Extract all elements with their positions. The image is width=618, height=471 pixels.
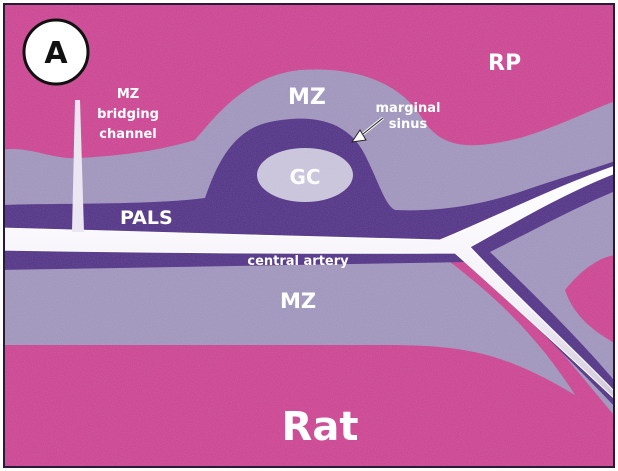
label-mz-bottom: MZ bbox=[280, 289, 316, 313]
label-gc: GC bbox=[289, 165, 320, 189]
panel-label: A bbox=[44, 36, 68, 71]
label-mz-top: MZ bbox=[288, 85, 326, 110]
label-bridging-line2: bridging bbox=[97, 107, 159, 122]
label-rp: RP bbox=[488, 51, 521, 76]
label-bridging-line1: MZ bbox=[117, 87, 139, 102]
label-marginal-sinus-line1: marginal bbox=[376, 101, 441, 116]
label-bridging-line3: channel bbox=[99, 127, 157, 142]
panel-badge: A bbox=[24, 20, 88, 84]
label-species: Rat bbox=[282, 404, 359, 450]
label-pals: PALS bbox=[120, 207, 173, 229]
label-central-artery: central artery bbox=[247, 254, 349, 269]
label-marginal-sinus-line2: sinus bbox=[389, 117, 428, 132]
